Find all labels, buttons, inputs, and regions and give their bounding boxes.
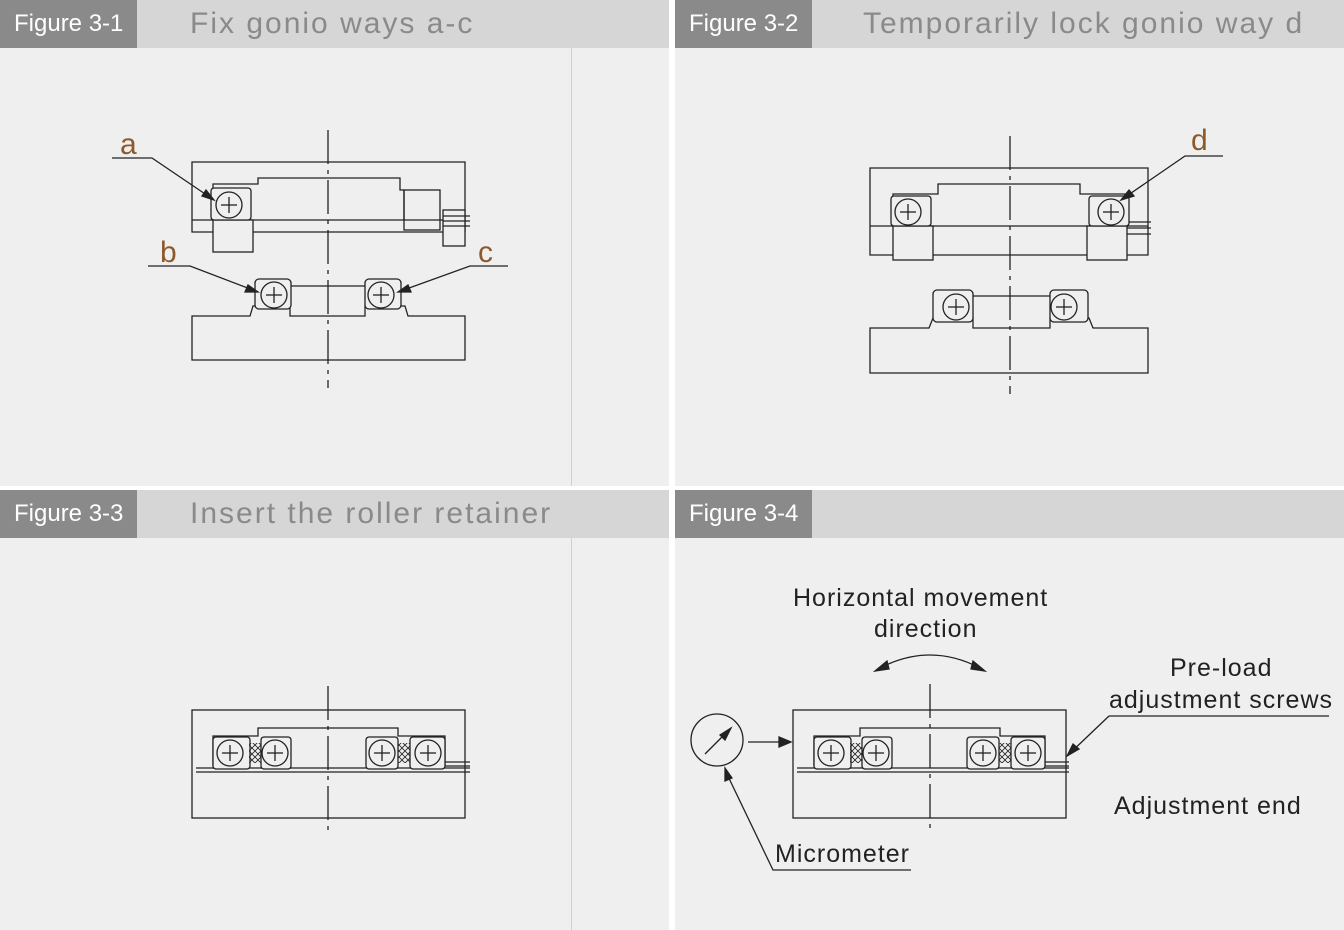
figure-label: Figure 3-4 xyxy=(675,490,813,538)
movement-label-line2: direction xyxy=(874,615,978,643)
figure-3-1-panel: Figure 3-1 Fix gonio ways a-c xyxy=(0,0,669,486)
lower-base xyxy=(869,317,1149,374)
roller-retainer xyxy=(249,743,261,763)
movement-label-line1: Horizontal movement xyxy=(793,584,1048,612)
roller-retainer xyxy=(398,743,410,763)
figure-header: Figure 3-2 Temporarily lock gonio way d xyxy=(675,0,1344,48)
roller-icon xyxy=(261,739,289,767)
upper-carriage-recess xyxy=(892,183,1126,226)
figure-title: Fix gonio ways a-c xyxy=(190,7,475,40)
leader-d xyxy=(1120,155,1223,201)
callout-b: b xyxy=(160,236,177,269)
figure-label: Figure 3-1 xyxy=(0,0,138,48)
roller-icon xyxy=(969,739,997,767)
roller-icon xyxy=(862,739,890,767)
gonio-diagram-fig4: Horizontal movement direction Pre-load a… xyxy=(690,584,1333,871)
upper-carriage-recess xyxy=(212,177,405,220)
panel-divider xyxy=(571,538,572,930)
preload-label-line2: adjustment screws xyxy=(1109,686,1333,714)
upper-carriage-recess xyxy=(813,727,1046,766)
roller-icon xyxy=(260,281,288,309)
roller-retainer xyxy=(999,743,1011,763)
micrometer-leader xyxy=(724,769,911,871)
roller-icon xyxy=(367,281,395,309)
roller-icon xyxy=(1097,198,1125,226)
figure-label: Figure 3-3 xyxy=(0,490,138,538)
figure-3-2-panel: Figure 3-2 Temporarily lock gonio way d xyxy=(675,0,1344,486)
roller-icon xyxy=(1014,739,1042,767)
leader-a xyxy=(112,157,215,201)
figure-header: Figure 3-3 Insert the roller retainer xyxy=(0,490,669,538)
gonio-diagram-fig1: a b c xyxy=(112,128,508,388)
callout-a: a xyxy=(120,128,137,161)
roller-icon xyxy=(215,191,243,219)
leader-c xyxy=(397,265,508,293)
assembly-outline xyxy=(191,709,466,819)
leader-b xyxy=(148,265,259,293)
roller-icon xyxy=(817,739,845,767)
assembly-outline xyxy=(792,709,1067,819)
figure-header: Figure 3-4 xyxy=(675,490,1344,538)
roller-icon xyxy=(1050,293,1078,321)
micrometer-dial-icon xyxy=(690,713,744,767)
gonio-diagram-fig2: d xyxy=(869,124,1223,394)
upper-carriage-recess xyxy=(212,727,446,766)
figure-header: Figure 3-1 Fix gonio ways a-c xyxy=(0,0,669,48)
micrometer-label: Micrometer xyxy=(775,840,910,868)
gonio-diagram-fig3 xyxy=(191,686,470,835)
callout-d: d xyxy=(1191,124,1208,157)
figure-3-4-panel: Figure 3-4 Horizontal movement direction… xyxy=(675,490,1344,930)
roller-icon xyxy=(942,293,970,321)
roller-icon xyxy=(216,739,244,767)
figure-title: Insert the roller retainer xyxy=(190,497,553,530)
roller-icon xyxy=(414,739,442,767)
movement-arc xyxy=(879,654,981,669)
roller-icon xyxy=(368,739,396,767)
adjustment-end-label: Adjustment end xyxy=(1114,792,1302,820)
callout-c: c xyxy=(478,236,493,269)
preload-label-line1: Pre-load xyxy=(1170,654,1273,682)
roller-retainer xyxy=(850,743,862,763)
panel-divider xyxy=(571,48,572,486)
figure-3-3-panel: Figure 3-3 Insert the roller retainer xyxy=(0,490,669,930)
roller-icon xyxy=(894,198,922,226)
figure-title: Temporarily lock gonio way d xyxy=(863,7,1305,40)
figure-label: Figure 3-2 xyxy=(675,0,813,48)
